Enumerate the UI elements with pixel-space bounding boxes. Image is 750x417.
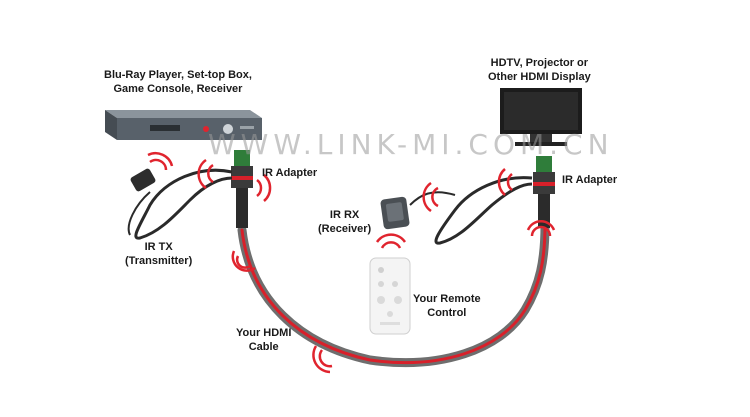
ir-adapter-left (231, 150, 253, 228)
ir-rx-label: IR RX (Receiver) (318, 208, 371, 236)
remote-label: Your Remote Control (413, 292, 481, 320)
ir-signal-waves (147, 152, 556, 374)
ir-tx-label-line-2: (Transmitter) (125, 255, 193, 267)
ir-adapter-right-label: IR Adapter (562, 173, 617, 187)
hdmi-cable-label: Your HDMI Cable (236, 326, 291, 354)
watermark-text: WWW.LINK-MI.COM.CN (208, 128, 614, 161)
ir-rx-label-line-2: (Receiver) (318, 223, 372, 235)
ir-tx-cord (127, 168, 233, 240)
display-device-label-line-1: HDTV, Projector or (490, 57, 589, 69)
ir-adapter-right-text: IR Adapter (562, 174, 618, 186)
ir-receiver (380, 196, 410, 230)
hdmi-cable-label-line-2: Cable (248, 341, 279, 353)
ir-adapter-left-label: IR Adapter (262, 166, 317, 180)
remote-label-line-1: Your Remote (413, 293, 481, 305)
source-device-label: Blu-Ray Player, Set-top Box, Game Consol… (104, 68, 252, 96)
ir-adapter-left-text: IR Adapter (262, 167, 318, 179)
ir-tx-label: IR TX (Transmitter) (125, 240, 192, 268)
hdmi-cable-label-line-1: Your HDMI (236, 327, 292, 339)
hdmi-cable (237, 220, 550, 367)
display-device-label: HDTV, Projector or Other HDMI Display (488, 56, 591, 84)
ir-tx-label-line-1: IR TX (144, 241, 173, 253)
remote-label-line-2: Control (427, 307, 467, 319)
blu-ray-player (105, 110, 262, 140)
hdtv-display (500, 88, 582, 146)
ir-transmitter (130, 168, 156, 192)
remote-control (369, 257, 411, 335)
source-device-label-line-1: Blu-Ray Player, Set-top Box, (104, 69, 252, 81)
display-device-label-line-2: Other HDMI Display (488, 71, 591, 83)
source-device-label-line-2: Game Console, Receiver (113, 83, 243, 95)
ir-rx-label-line-1: IR RX (329, 209, 360, 221)
ir-rx-cord (409, 176, 533, 245)
ir-adapter-right (533, 156, 555, 228)
